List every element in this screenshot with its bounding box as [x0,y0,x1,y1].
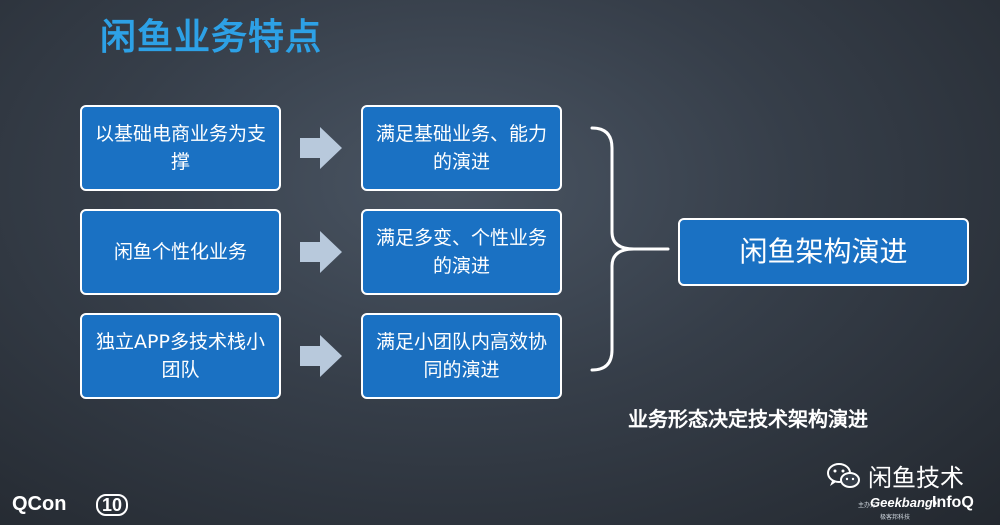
summary-text: 业务形态决定技术架构演进 [628,407,868,431]
result-box: 闲鱼架构演进 [678,218,969,286]
source-box-independent-app: 独立APP多技术栈小 团队 [80,313,281,399]
requirement-box-line2: 的演进 [432,151,490,173]
requirement-box-line2: 的演进 [432,255,490,277]
right-arrow-icon [300,127,342,169]
sponsor-label: 主办方 [858,502,877,509]
source-box-line1: 独立APP多技术栈小 [96,331,265,353]
source-box-line2: 撑 [170,151,190,173]
source-box-line1: 闲鱼个性化业务 [113,241,247,263]
page-title: 闲鱼业务特点 [100,17,323,58]
source-box-line1: 以基础电商业务为支 [94,123,266,145]
qcon-logo: QCon [12,493,67,515]
requirement-box-variable: 满足多变、个性业务 的演进 [361,209,562,295]
geekbang-subtitle: 极客邦科技 [880,514,911,521]
source-box-personalized: 闲鱼个性化业务 [80,209,281,295]
requirement-box-line1: 满足基础业务、能力 [375,123,547,145]
geekbang-logo: Geekbang›. [870,495,941,510]
right-brace-icon [590,126,670,372]
requirement-box-line2: 同的演进 [423,359,500,381]
requirement-box-basic: 满足基础业务、能力 的演进 [361,105,562,191]
qcon-ten-badge: 10 [96,494,129,516]
source-box-ecommerce: 以基础电商业务为支 撑 [80,105,281,191]
wechat-account-name: 闲鱼技术 [868,464,964,492]
source-box-line2: 团队 [161,359,200,381]
requirement-box-line1: 满足多变、个性业务 [375,227,547,249]
right-arrow-icon [300,231,342,273]
requirement-box-line1: 满足小团队内高效协 [375,331,547,353]
right-arrow-icon [300,335,342,377]
requirement-box-team: 满足小团队内高效协 同的演进 [361,313,562,399]
wechat-icon [827,462,860,488]
infoq-logo: InfoQ [932,494,974,511]
wechat-watermark: 闲鱼技术 [826,458,964,493]
